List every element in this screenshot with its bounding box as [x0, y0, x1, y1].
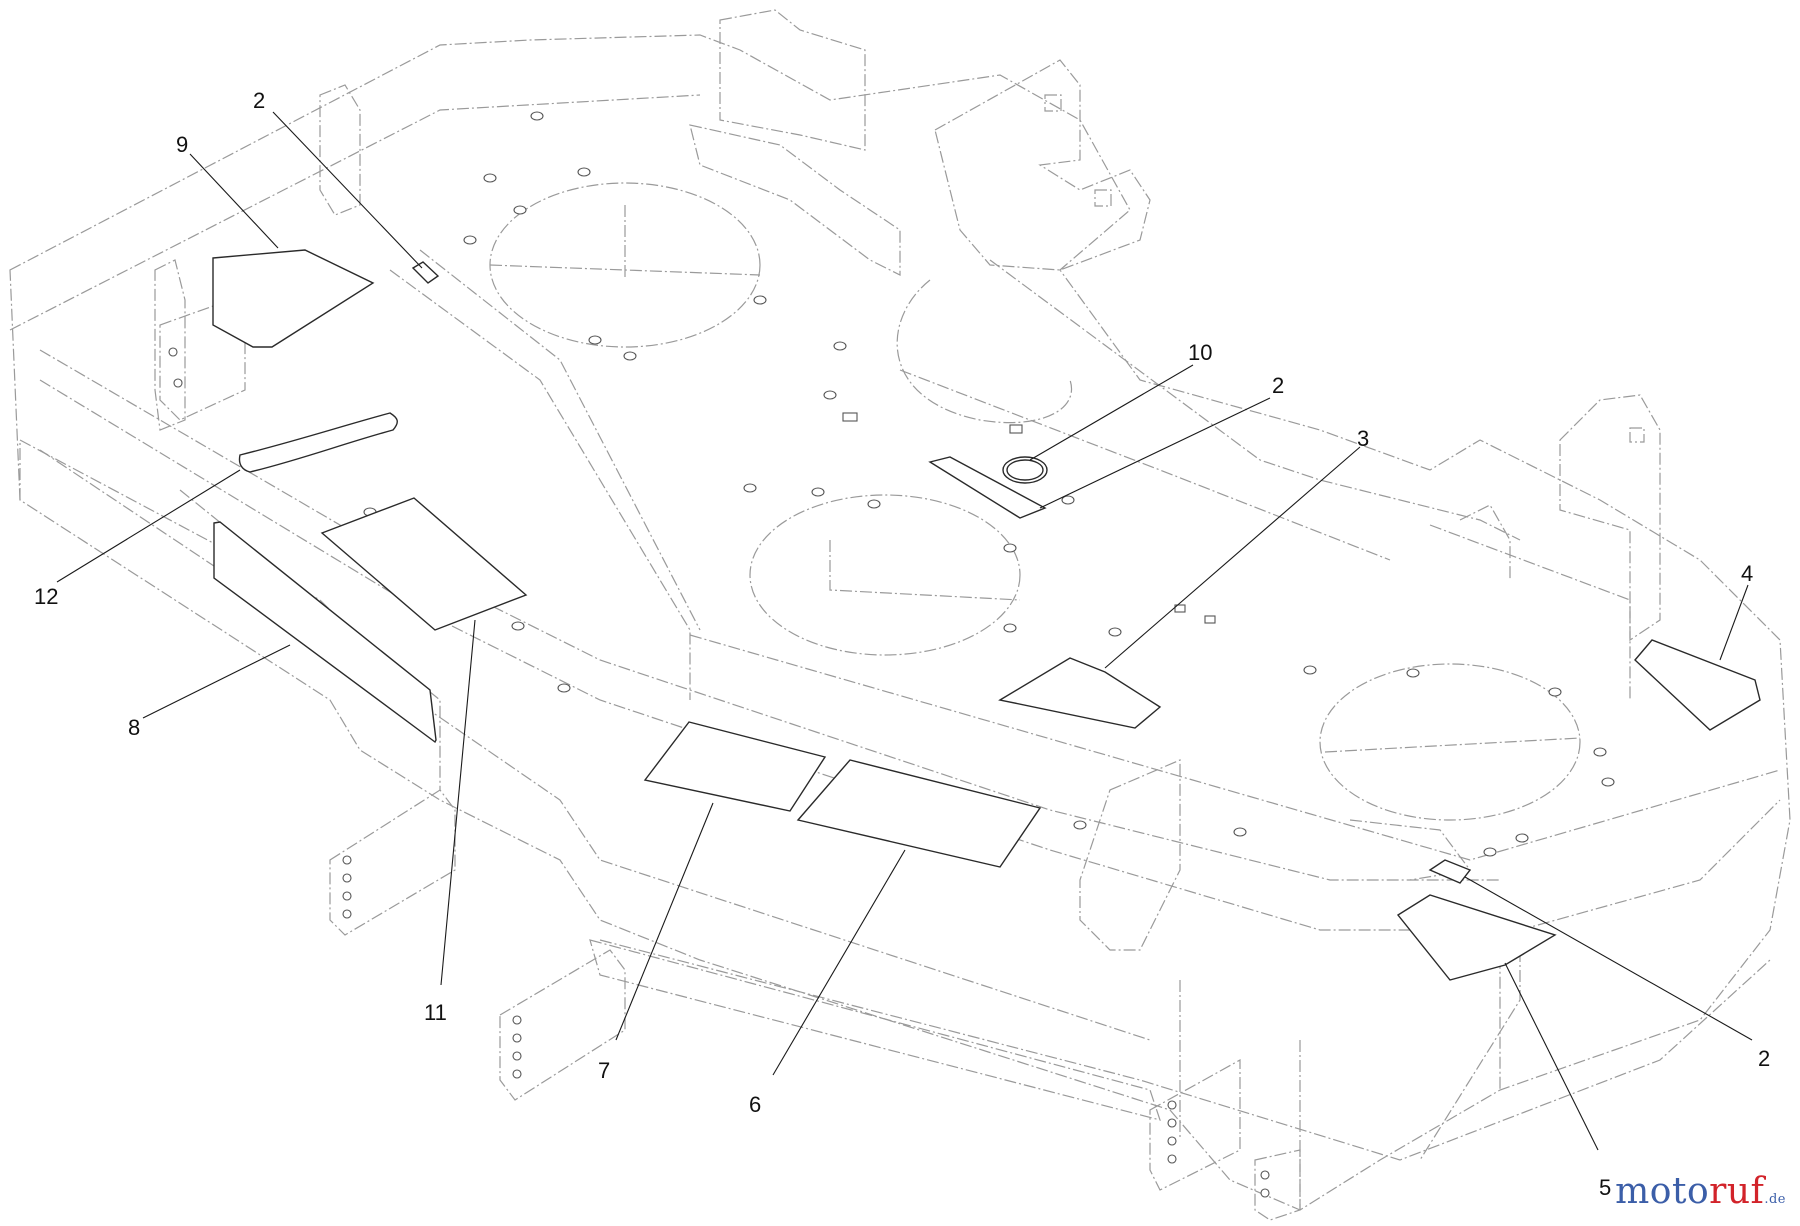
watermark-tld: .de [1764, 1192, 1786, 1207]
callout-12: 12 [34, 584, 58, 609]
callout-5: 5 [1599, 1175, 1611, 1200]
callout-10: 10 [1188, 340, 1212, 365]
decals [212, 249, 1761, 981]
decal-4 [1634, 639, 1761, 731]
decal-9 [212, 249, 375, 348]
callout-2-right: 2 [1758, 1046, 1770, 1071]
decal-2-center [928, 456, 1047, 519]
callout-7: 7 [598, 1058, 610, 1083]
callout-2-top: 2 [253, 88, 265, 113]
callout-labels: 2 9 10 2 3 4 12 8 11 7 6 2 5 [34, 88, 1770, 1200]
callout-4: 4 [1741, 561, 1753, 586]
leader-lines [56, 111, 1753, 1151]
decal-7 [643, 721, 827, 812]
decal-6 [796, 759, 1042, 868]
deck-brackets [154, 9, 1661, 1221]
callout-11: 11 [424, 1000, 447, 1025]
watermark-part2: ruf [1709, 1171, 1765, 1212]
callout-8: 8 [128, 715, 140, 740]
decal-8 [213, 521, 437, 744]
watermark: motoruf.de [1615, 1171, 1786, 1212]
watermark-part1: moto [1615, 1171, 1710, 1212]
callout-6: 6 [749, 1092, 761, 1117]
decal-3 [998, 657, 1162, 729]
decal-2-rail [411, 261, 440, 284]
callout-3: 3 [1357, 426, 1369, 451]
decal-2-right [1428, 859, 1472, 884]
callout-2-center: 2 [1272, 373, 1284, 398]
decal-12 [238, 412, 398, 473]
callout-9: 9 [176, 132, 188, 157]
decal-11 [320, 497, 528, 631]
decal-5 [1396, 894, 1557, 981]
